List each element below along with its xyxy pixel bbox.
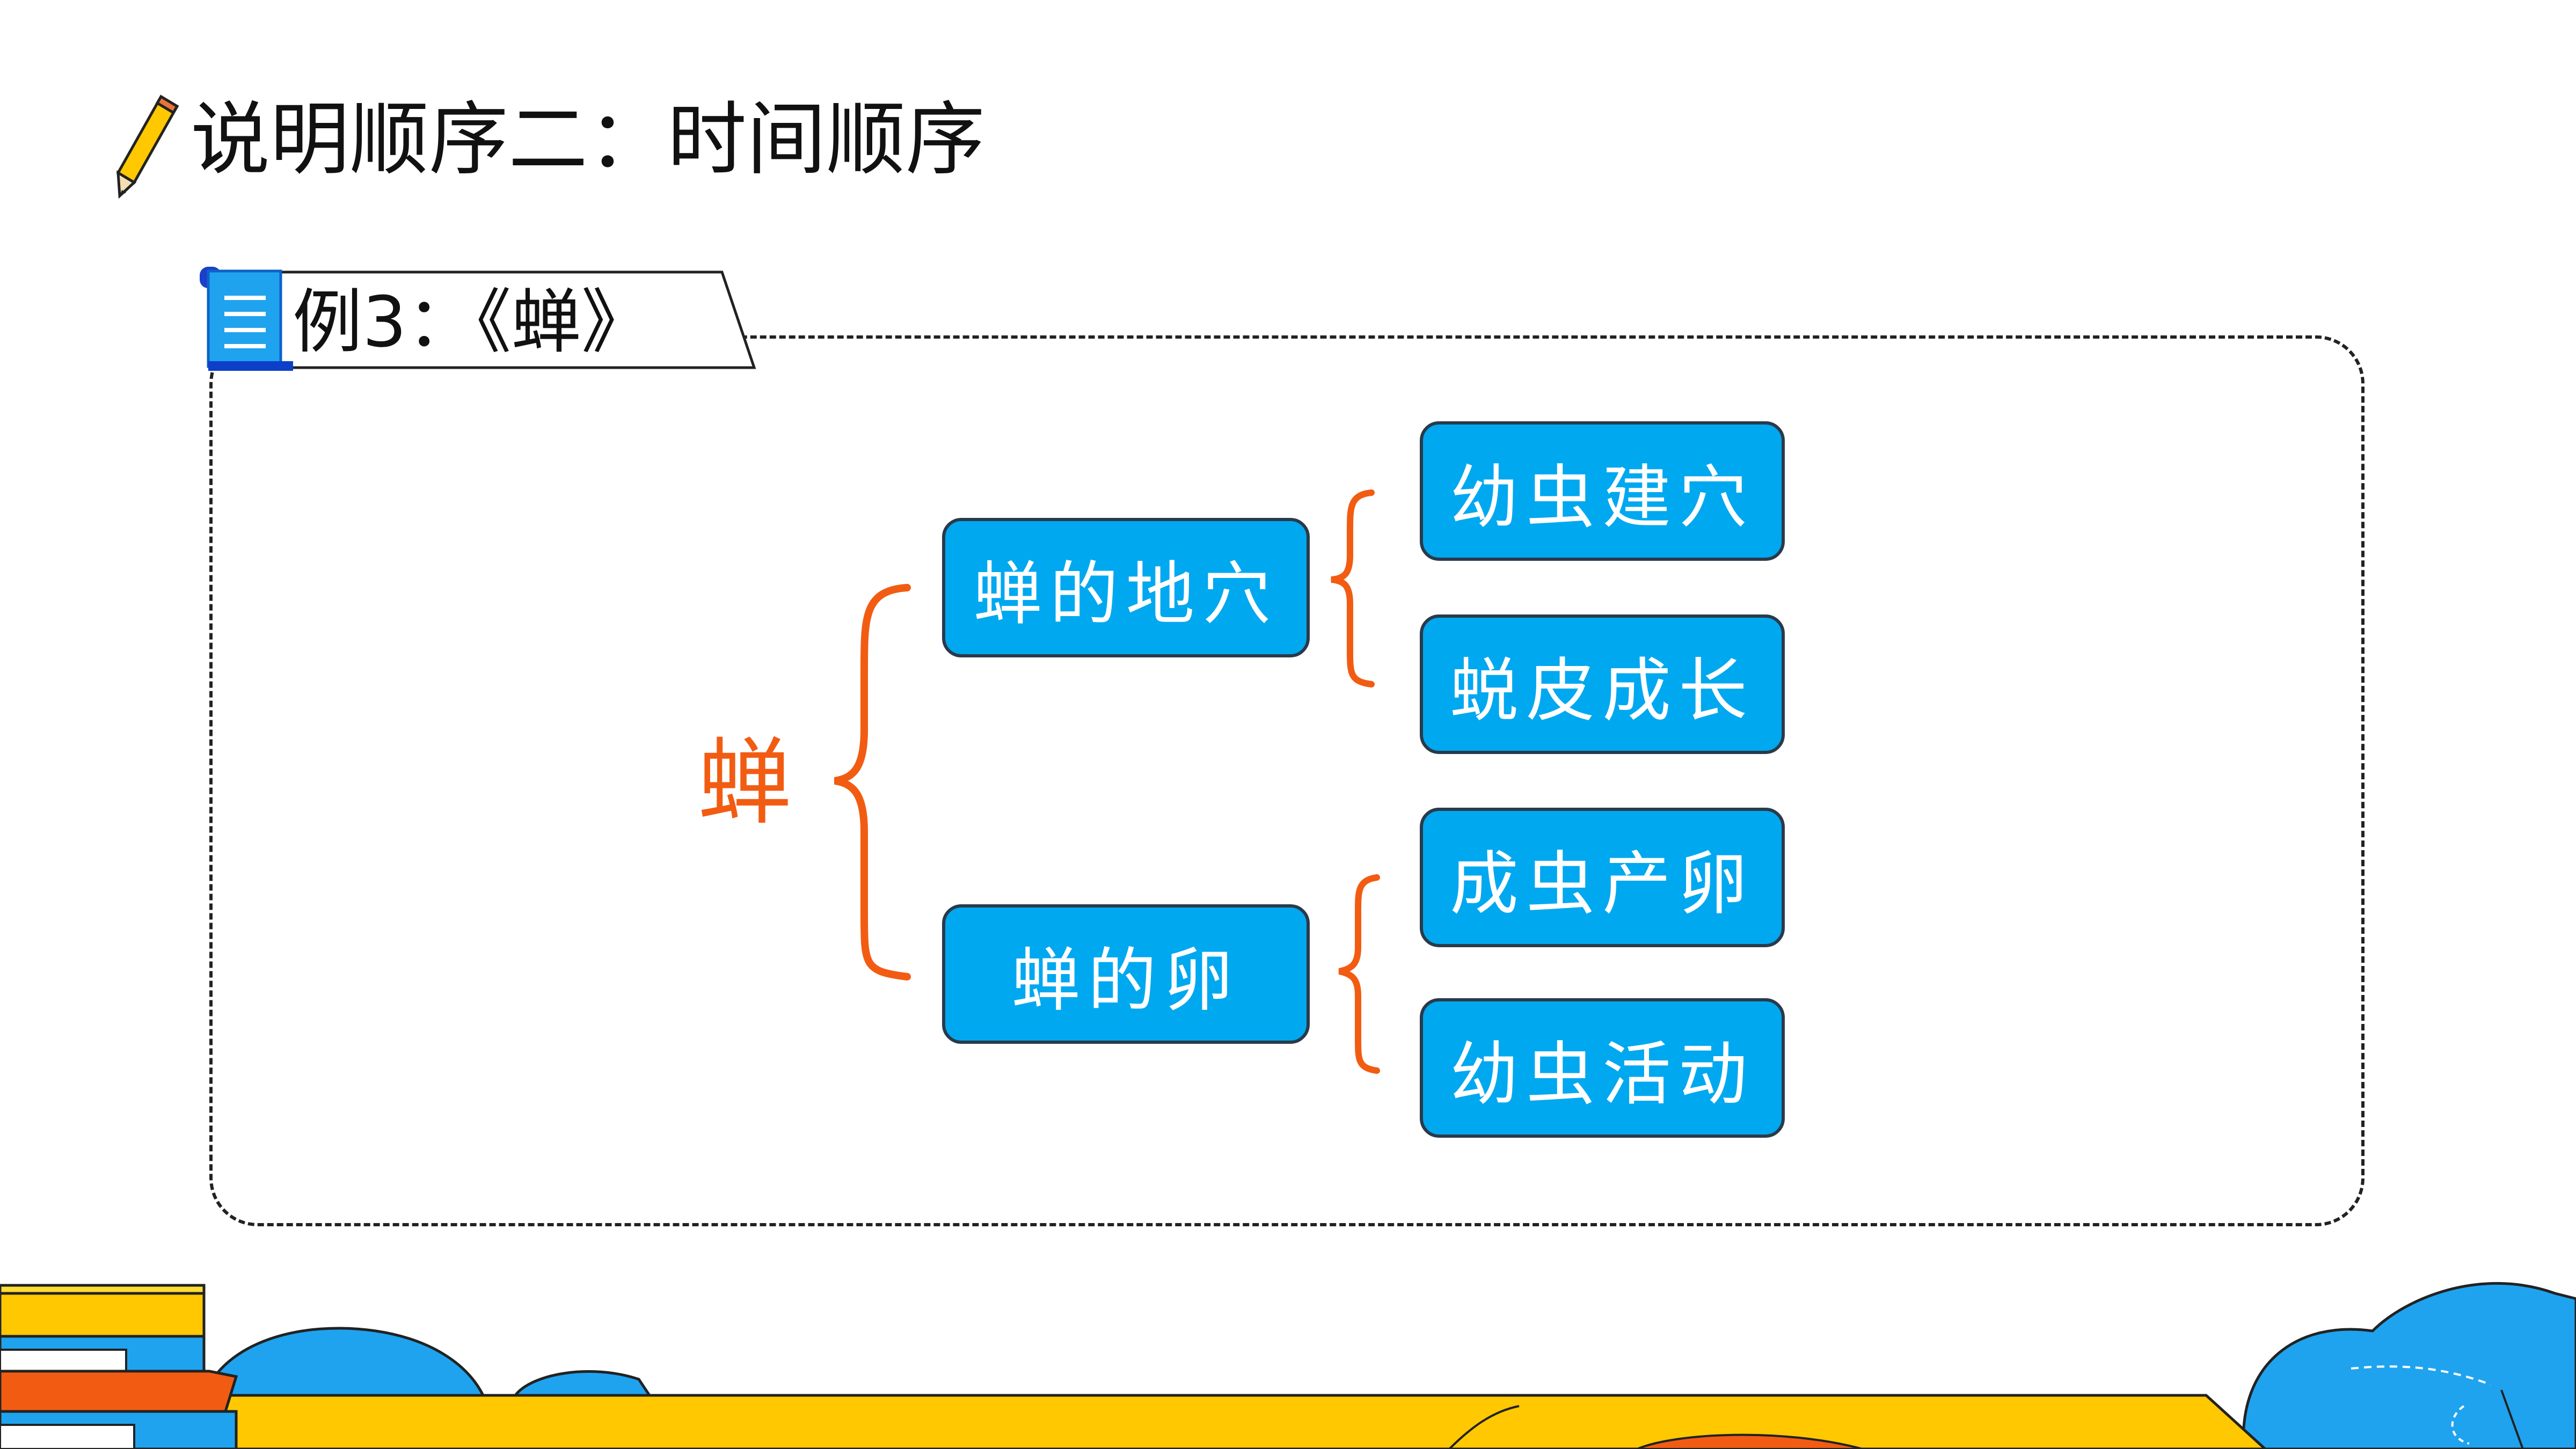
example-tag: [200, 267, 756, 371]
slide-title: 说明顺序二：时间顺序: [191, 93, 985, 186]
pencil-icon: [116, 94, 179, 199]
branch-node-cave: 蝉的地穴: [942, 518, 1310, 657]
example-frame: [209, 335, 2365, 1226]
root-node: 蝉: [698, 729, 792, 838]
leaf-node: 成虫产卵: [1420, 808, 1785, 947]
example-label: 例3：《蝉》: [293, 281, 651, 363]
leaf-node: 幼虫活动: [1420, 998, 1785, 1138]
leaf-node: 蜕皮成长: [1420, 614, 1785, 754]
scroll-icon: [207, 269, 293, 371]
bottom-decoration: [0, 1282, 2576, 1449]
leaf-node: 幼虫建穴: [1420, 421, 1785, 561]
branch-node-egg: 蝉的卵: [942, 904, 1310, 1044]
